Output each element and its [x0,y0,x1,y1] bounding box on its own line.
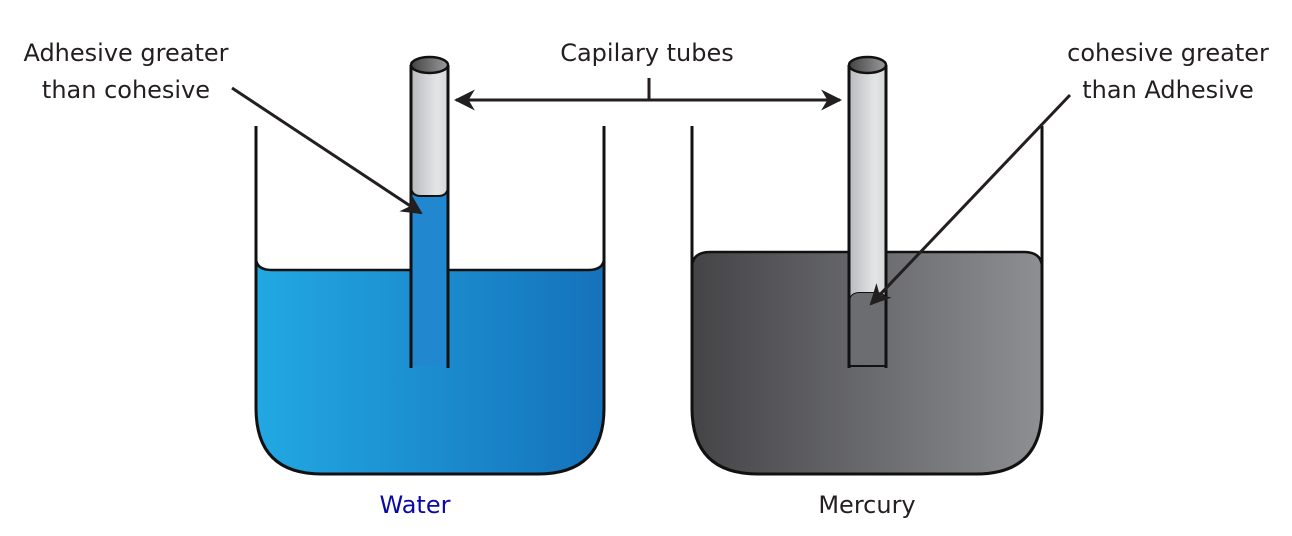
left-annotation-line1: Adhesive greater [23,39,228,67]
capillary-tubes-pointer [453,78,843,111]
mercury-column-in-tube [848,291,887,367]
right-annotation-line1: cohesive greater [1067,39,1269,67]
water-tube-top-opening [409,55,450,75]
water-column-in-tube [411,188,448,366]
cohesive-arrow [869,93,1072,306]
water-beaker [254,55,606,476]
water-beaker-wall [254,126,606,476]
left-annotation-line2: than cohesive [42,76,210,104]
mercury-label: Mercury [818,491,915,519]
mercury-tube-top-opening [847,55,888,75]
mercury-beaker [690,55,1044,476]
capillary-tubes-label: Capilary tubes [560,39,734,67]
mercury-tube-glass [849,65,886,302]
right-annotation-line2: than Adhesive [1082,76,1254,104]
water-tube-glass [410,64,449,197]
mercury-beaker-wall [690,126,1044,476]
water-label: Water [380,491,451,519]
adhesive-arrow [231,86,423,215]
